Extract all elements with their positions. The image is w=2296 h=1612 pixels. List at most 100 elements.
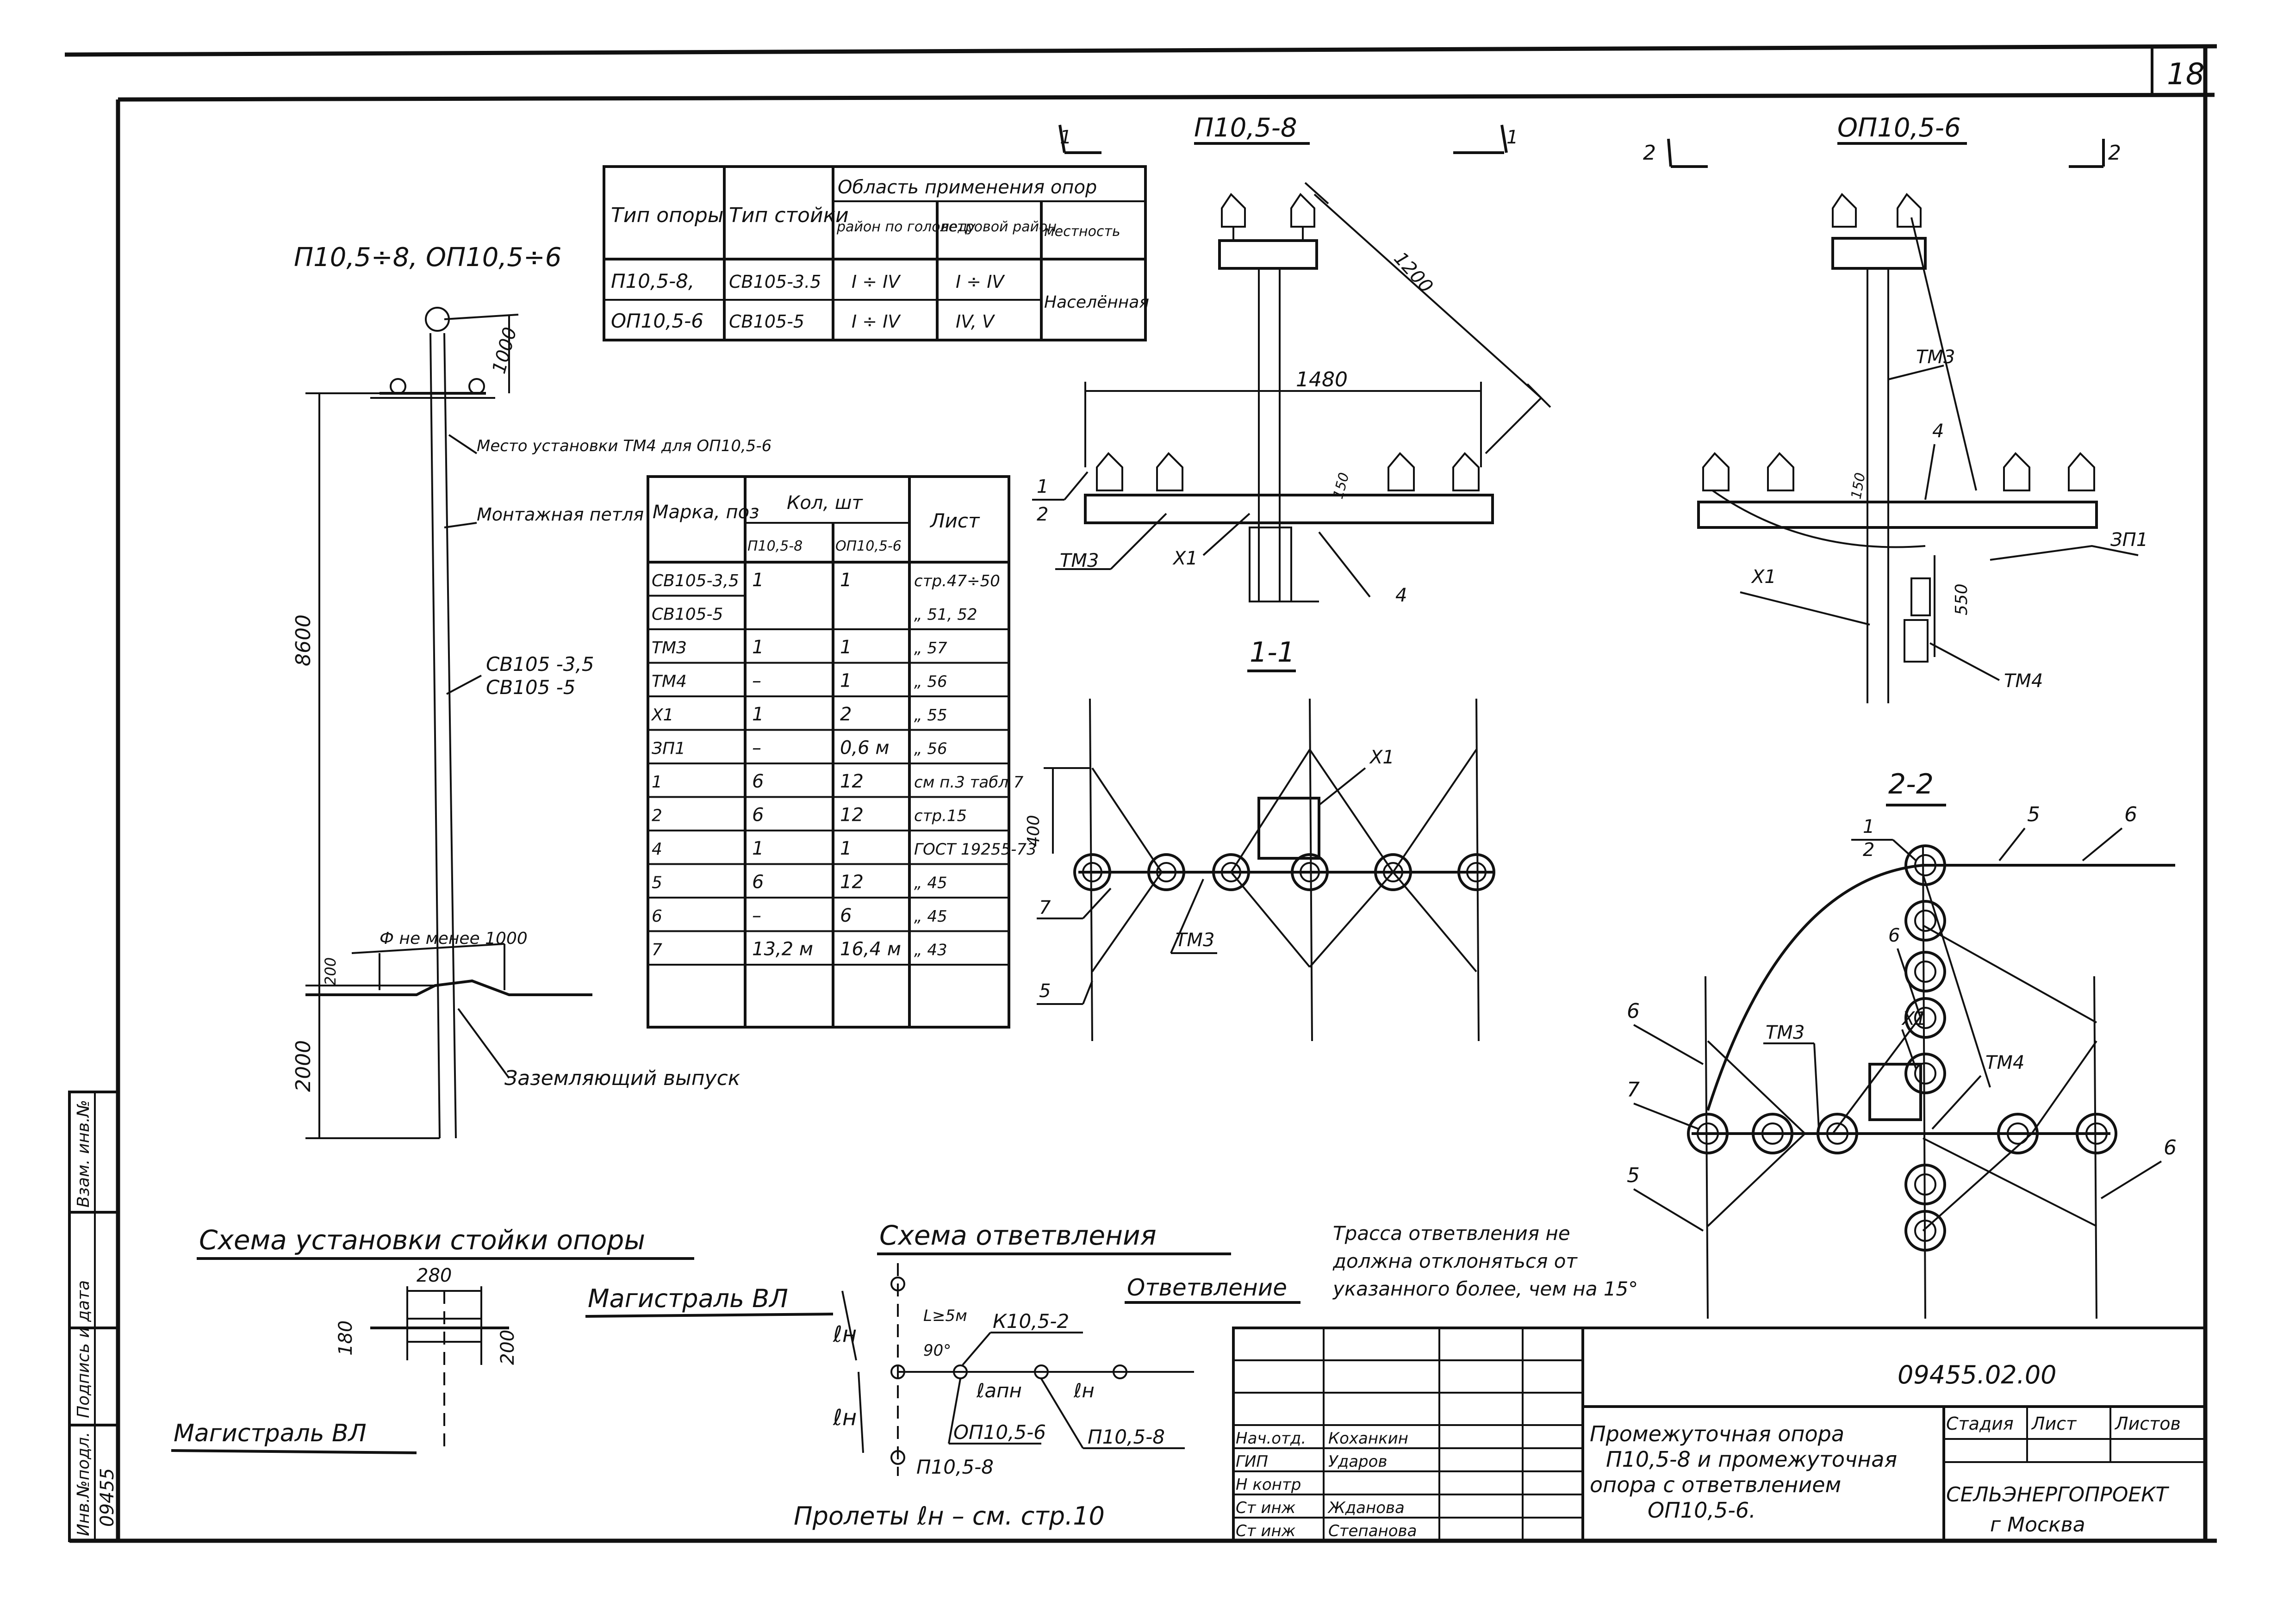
insulator-core bbox=[1221, 862, 1241, 882]
install-main-line: Магистраль ВЛ bbox=[174, 1420, 367, 1447]
op-view-title: ОП10,5-6 bbox=[1837, 113, 1961, 143]
insulator-symbol bbox=[1904, 951, 1946, 992]
branch-ln-2: ℓн bbox=[833, 1405, 857, 1431]
label-ground: Заземляющий выпуск bbox=[504, 1066, 740, 1090]
parts-cell-p: 1 bbox=[752, 570, 764, 591]
branch-p-b: П10,5-8 bbox=[916, 1456, 994, 1478]
sec11-label-x1: Х1 bbox=[1369, 747, 1394, 768]
parts-cell-op: 0,6 м bbox=[840, 738, 890, 759]
branch-lapn: ℓапн bbox=[976, 1379, 1022, 1402]
tb-role: ГИП bbox=[1236, 1452, 1268, 1471]
tb-title-4: ОП10,5-6. bbox=[1648, 1498, 1756, 1523]
tb-name: Коханкин bbox=[1328, 1429, 1408, 1448]
stamp-inv: Инв.№подл. bbox=[74, 1432, 93, 1536]
col-ice: район по гололеду bbox=[836, 219, 976, 235]
insulator-symbol bbox=[1904, 1164, 1946, 1205]
insulator-core bbox=[1383, 862, 1403, 882]
parts-cell-op: 16,4 м bbox=[840, 939, 901, 960]
note-line3: указанного более, чем на 15° bbox=[1332, 1277, 1638, 1300]
insulator-symbol bbox=[1147, 853, 1185, 891]
parts-cell-p: – bbox=[752, 670, 761, 692]
area-header: Область применения опор bbox=[838, 177, 1097, 198]
op-dim-150: 150 bbox=[1848, 471, 1868, 500]
drawing-title-label: П10,5÷8, ОП10,5÷6 bbox=[294, 242, 561, 273]
parts-cell-sheet: „ 51, 52 bbox=[914, 606, 977, 624]
branch-k: К10,5-2 bbox=[993, 1310, 1069, 1333]
col-mark: Марка, поз bbox=[653, 502, 759, 523]
insulator-symbol bbox=[1457, 853, 1495, 891]
branch-p-a: П10,5-8 bbox=[1088, 1426, 1165, 1448]
sec22-label-6c: 6 bbox=[1627, 999, 1640, 1023]
label-stand2: СВ105 -5 bbox=[486, 676, 576, 699]
doc-code: 09455.02.00 bbox=[1898, 1360, 2057, 1389]
p-label-2: 2 bbox=[1037, 504, 1048, 525]
parts-cell-mark: 5 bbox=[652, 874, 662, 893]
op-label-x1: Х1 bbox=[1751, 566, 1776, 588]
parts-cell-op: 1 bbox=[840, 570, 852, 591]
dim-ground-label: 2000 bbox=[292, 1040, 315, 1092]
row2-type: ОП10,5-6 bbox=[611, 310, 703, 332]
parts-cell-mark: ТМ4 bbox=[652, 672, 687, 691]
parts-cell-p: – bbox=[752, 905, 761, 926]
parts-cell-p: 1 bbox=[752, 704, 764, 725]
label-stand1: СВ105 -3,5 bbox=[486, 653, 594, 676]
tb-col-sheet: Лист bbox=[2031, 1414, 2077, 1434]
p-dim-1200: 1200 bbox=[1390, 248, 1437, 297]
sec11-dim-400: 400 bbox=[1024, 815, 1043, 847]
insulator-symbol bbox=[1291, 853, 1329, 891]
page-number: 18 bbox=[2167, 57, 2204, 92]
parts-cell-p: 6 bbox=[752, 805, 764, 826]
parts-cell-op: 12 bbox=[840, 771, 864, 792]
route-note: Трасса ответвления не должна отклоняться… bbox=[1332, 1222, 1638, 1300]
parts-cell-p: 6 bbox=[752, 771, 764, 792]
parts-table-grid bbox=[648, 595, 1009, 966]
parts-cell-sheet: „ 45 bbox=[914, 874, 947, 893]
insulator-symbol bbox=[1904, 844, 1946, 886]
insulator-core bbox=[1697, 1122, 1719, 1145]
insulator-symbol bbox=[2076, 1113, 2117, 1154]
insulator-core bbox=[1914, 1007, 1936, 1029]
insulator-core bbox=[2007, 1122, 2029, 1145]
sec22-label-5b: 5 bbox=[1627, 1164, 1640, 1187]
col-sheet: Лист bbox=[929, 509, 980, 532]
sec22-label-tm4: ТМ4 bbox=[1985, 1052, 2024, 1073]
branch-l5: L≥5м bbox=[923, 1307, 967, 1325]
col-type: Тип опоры bbox=[611, 204, 724, 227]
sec11-label-tm3: ТМ3 bbox=[1176, 930, 1214, 951]
row1-type: П10,5-8, bbox=[611, 270, 694, 292]
op-label-tm4: ТМ4 bbox=[2004, 670, 2043, 692]
tb-city: г Москва bbox=[1990, 1513, 2085, 1537]
tb-title-1: Промежуточная опора bbox=[1590, 1421, 1844, 1446]
tb-role: Ст инж bbox=[1236, 1522, 1296, 1540]
parts-cell-sheet: см п.3 табл 7 bbox=[914, 773, 1024, 792]
col-op: ОП10,5-6 bbox=[835, 538, 902, 554]
pole-elevation: 1000 8600 2000 200 Ф не менее 1000 Место… bbox=[292, 307, 772, 1139]
note-line2: должна отклоняться от bbox=[1332, 1250, 1578, 1272]
branch-spans: Пролеты ℓн – см. стр.10 bbox=[794, 1501, 1105, 1531]
parts-cell-op: 2 bbox=[840, 704, 852, 725]
row2-stand: СВ105-5 bbox=[729, 311, 804, 332]
parts-cell-mark: 6 bbox=[652, 907, 662, 926]
insulator-core bbox=[1914, 1173, 1936, 1196]
parts-cell-mark: 1 bbox=[652, 773, 662, 792]
tb-col-stage: Стадия bbox=[1946, 1414, 2014, 1434]
row2-ice: I ÷ IV bbox=[852, 311, 901, 332]
parts-cell-sheet: ГОСТ 19255-73 bbox=[914, 840, 1037, 859]
tb-role: Нач.отд. bbox=[1236, 1429, 1306, 1448]
label-loop: Монтажная петля bbox=[477, 504, 644, 525]
insulator-core bbox=[1466, 862, 1487, 882]
insulator-core bbox=[1914, 1220, 1936, 1242]
parts-cell-mark: ЗП1 bbox=[652, 739, 685, 758]
row1-stand: СВ105-3.5 bbox=[729, 272, 821, 292]
sec22-label-1: 1 bbox=[1863, 816, 1874, 837]
branch-scheme: Схема ответвления Магистраль ВЛ Ответвле… bbox=[585, 1220, 1300, 1531]
label-tm-place: Место установки ТМ4 для ОП10,5-6 bbox=[477, 437, 772, 455]
row1-wind: I ÷ IV bbox=[956, 272, 1005, 292]
sec22-label-x1: Х1 bbox=[1901, 1008, 1927, 1029]
section-1-1: 1-1 Х1 400 7 ТМ3 5 bbox=[1024, 636, 1495, 1042]
insulator-core bbox=[1914, 910, 1936, 932]
p-dim-1480: 1480 bbox=[1296, 368, 1348, 391]
insulator-symbol bbox=[1752, 1113, 1793, 1154]
section-2-2: 2-2 1 2 5 6 6 Х1 6 7 ТМ3 ТМ4 6 5 bbox=[1627, 768, 2177, 1319]
